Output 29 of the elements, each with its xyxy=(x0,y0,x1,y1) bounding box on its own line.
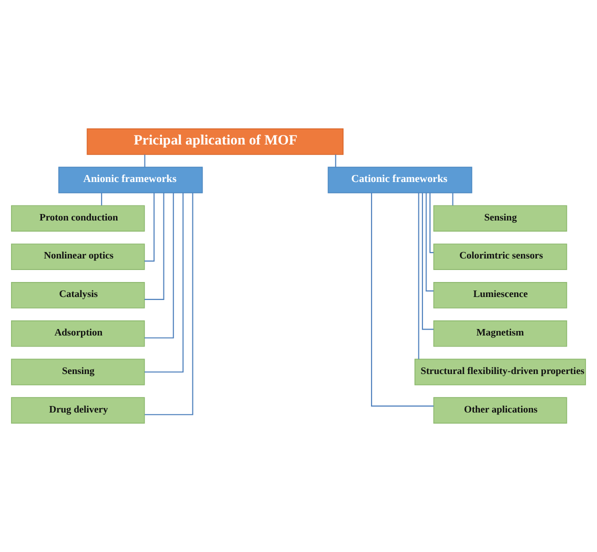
node-box: Cationic frameworks xyxy=(328,166,472,194)
node-box: Catalysis xyxy=(11,282,145,308)
node-box: Magnetism xyxy=(433,320,568,347)
node-box: Pricipal aplication of MOF xyxy=(86,128,344,155)
node-box: Structural flexibility-driven properties xyxy=(414,358,586,386)
node-box: Drug delivery xyxy=(11,397,145,424)
node-box: Other aplications xyxy=(433,397,568,424)
connector xyxy=(144,192,155,262)
connector xyxy=(371,192,434,407)
connector xyxy=(144,193,164,300)
node-box: Nonlinear optics xyxy=(11,244,145,270)
node-box: Sensing xyxy=(433,205,568,232)
node-box: Adsorption xyxy=(11,320,145,347)
connector xyxy=(335,154,336,168)
node-box: Anionic frameworks xyxy=(58,166,203,194)
connector xyxy=(144,192,184,372)
connector xyxy=(426,192,434,292)
connector xyxy=(452,193,454,206)
connector xyxy=(144,192,194,416)
connector xyxy=(144,154,146,168)
node-box: Proton conduction xyxy=(11,205,145,232)
connector xyxy=(418,192,420,360)
connector xyxy=(422,193,434,330)
connector xyxy=(101,193,102,206)
node-box: Lumiescence xyxy=(433,282,568,308)
connector xyxy=(429,193,434,254)
node-box: Sensing xyxy=(11,358,145,386)
node-box: Colorimtric sensors xyxy=(433,244,568,270)
connector xyxy=(144,192,174,338)
